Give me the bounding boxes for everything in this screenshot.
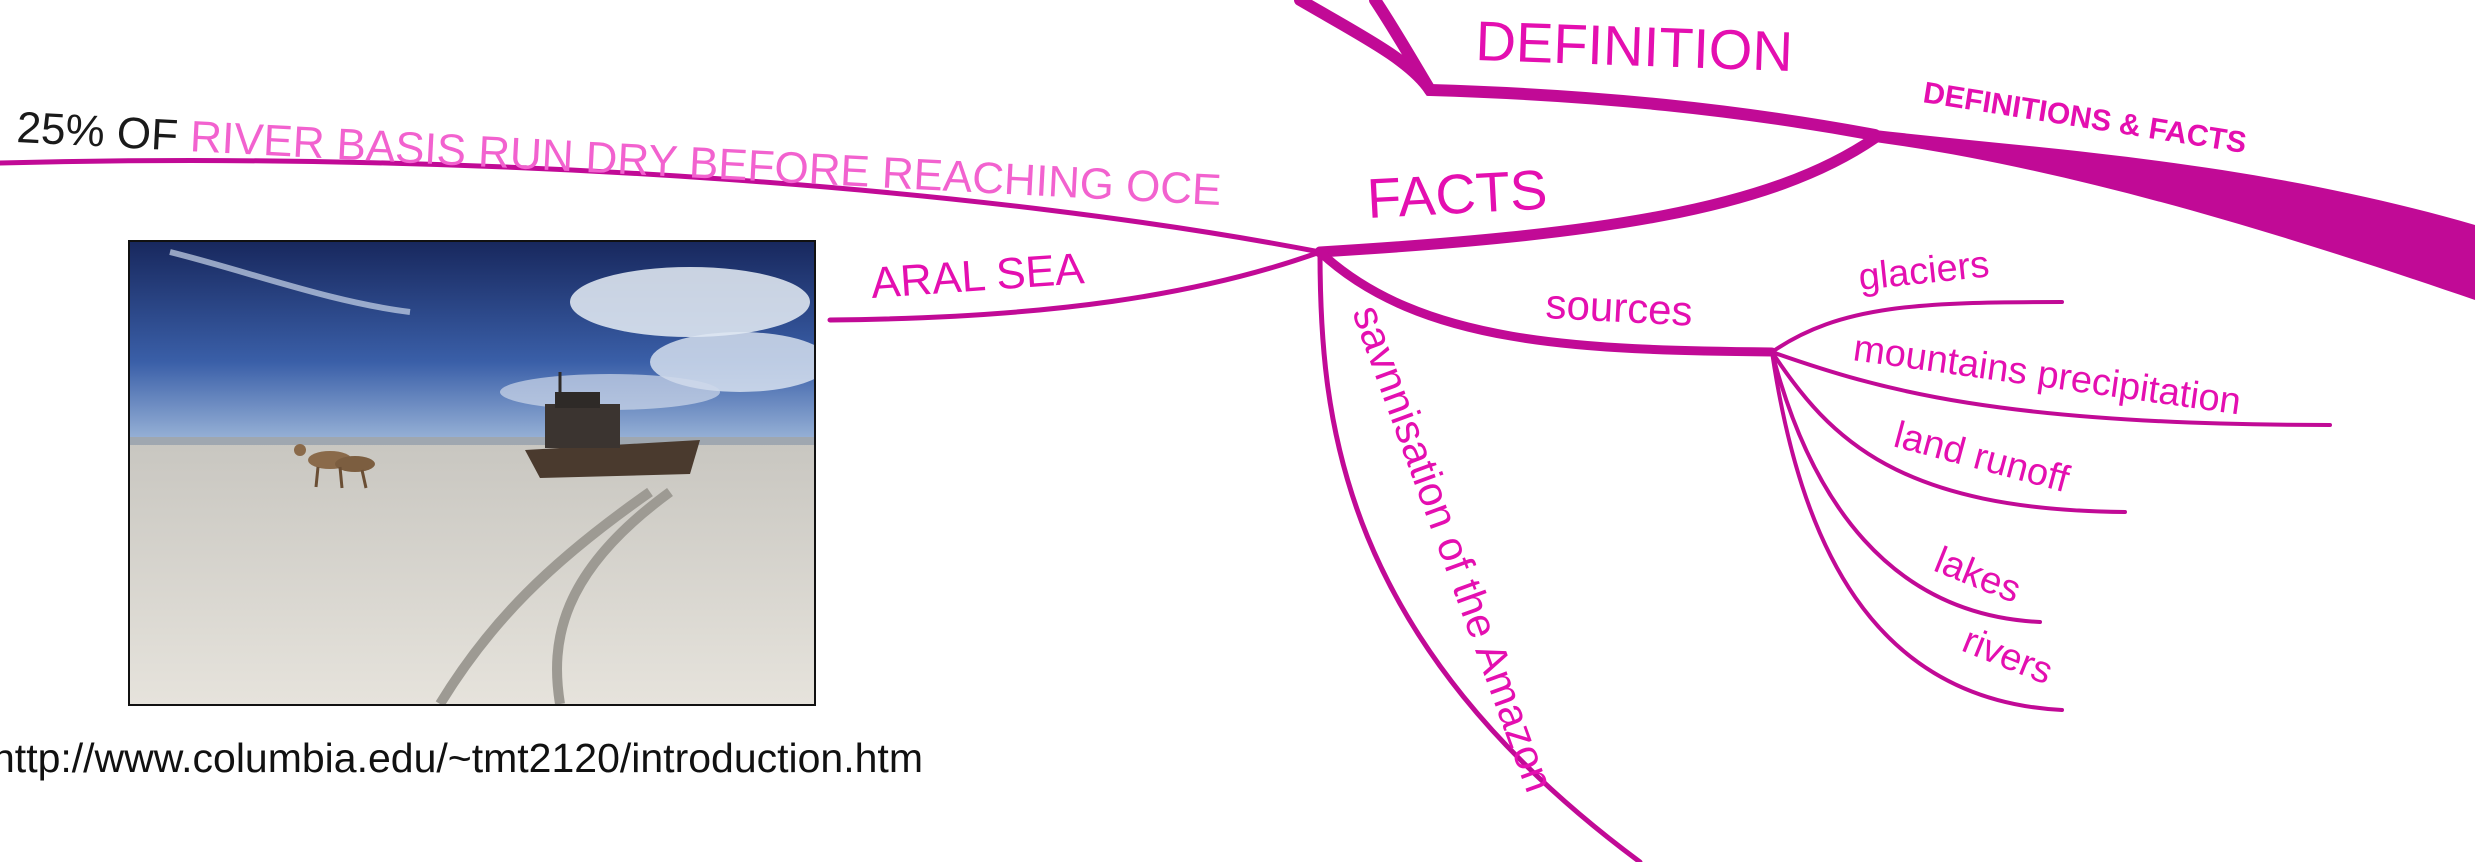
facts-label: FACTS [1365, 158, 1549, 230]
land-runoff-label: land runoff [1890, 414, 2074, 501]
aral-sea-branch [827, 249, 1323, 323]
trunk-branch [1875, 130, 2475, 300]
aral-sea-label: ARAL SEA [869, 244, 1086, 308]
long-fact-text: RIVER BASIS RUN DRY BEFORE REACHING OCE [189, 112, 1223, 215]
sources-label: sources [1545, 280, 1694, 335]
definition-label: DEFINITION [1475, 9, 1794, 83]
facts-branch [1314, 132, 1881, 258]
mountains-precipitation-label: mountains precipitation [1851, 327, 2244, 423]
savannisation-branch [1317, 249, 1643, 862]
lakes-branch [1770, 350, 2042, 624]
savannisation-label: savnnisation of the Amazon [1344, 299, 1564, 798]
glaciers-label: glaciers [1857, 243, 1992, 298]
long-fact-branch [0, 158, 1323, 255]
definition-branch [1294, 0, 1881, 141]
glaciers-branch [1770, 300, 2064, 354]
source-url[interactable]: http://www.columbia.edu/~tmt2120/introdu… [0, 735, 923, 781]
land-runoff-branch [1770, 350, 2127, 514]
aral-sea-photo [128, 240, 816, 706]
definition-branch-tip [1369, 0, 1436, 96]
long-fact-prefix: 25% OF [15, 103, 191, 161]
sources-branch [1315, 247, 1777, 357]
rivers-label: rivers [1957, 619, 2059, 693]
mountains-precipitation-branch [1770, 350, 2332, 427]
rivers-branch [1770, 350, 2064, 712]
long-fact-label: 25% OF RIVER BASIS RUN DRY BEFORE REACHI… [15, 103, 1222, 215]
